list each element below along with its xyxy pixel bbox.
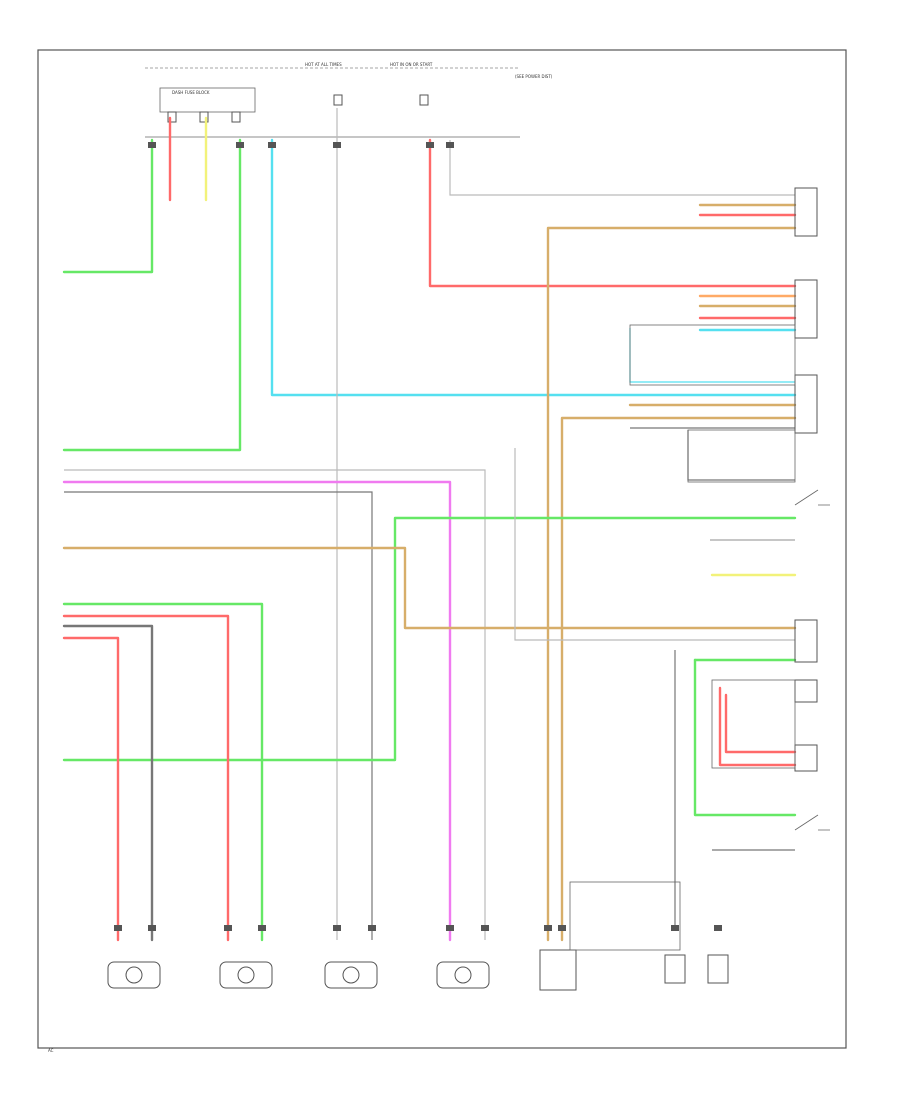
frame-corner-label: AC — [48, 1048, 54, 1053]
dash-fuse-block-label: DASH FUSE BLOCK — [172, 90, 210, 95]
pin — [224, 925, 232, 931]
right-connector-bundle-1 — [698, 203, 797, 217]
top-right-note: (SEE POWER DIST) — [515, 74, 553, 79]
actuator-2 — [219, 961, 273, 989]
pin — [446, 142, 454, 148]
connector-right-1 — [794, 187, 818, 237]
pin — [258, 925, 266, 931]
right-connector-bundle-2 — [698, 294, 797, 332]
wire-pink-box — [718, 686, 797, 767]
inset-box-cyan — [629, 324, 796, 386]
wire-tan-a — [546, 226, 797, 942]
wire-cyan — [270, 138, 797, 397]
pin — [268, 142, 276, 148]
fuse-b — [199, 111, 209, 123]
fuse-e — [419, 94, 429, 106]
wire-magenta — [62, 480, 452, 942]
top-fuse-label-a: HOT AT ALL TIMES — [305, 62, 342, 67]
top-fuse-label-b: HOT IN ON OR START — [390, 62, 433, 67]
connector-right-2 — [794, 279, 818, 339]
bottom-component-3 — [324, 961, 378, 989]
bottom-component-1 — [107, 961, 161, 989]
wire-gray-2 — [64, 491, 373, 940]
bottom-connector-pins — [114, 925, 722, 931]
bottom-component-5 — [539, 949, 577, 991]
actuator-4-motor-icon — [454, 966, 472, 984]
actuator-3-motor-icon — [342, 966, 360, 984]
wire-red-low-b — [62, 636, 120, 942]
wire-green-low — [62, 602, 264, 942]
fuse-d — [333, 94, 343, 106]
pin — [426, 142, 434, 148]
actuator-1 — [107, 961, 161, 989]
wire-green-right-b — [693, 658, 797, 817]
pin — [148, 142, 156, 148]
switch-symbol-1 — [794, 489, 830, 506]
wire-red-main — [428, 138, 797, 288]
pin — [114, 925, 122, 931]
connector-right-5 — [794, 679, 818, 703]
pin — [236, 142, 244, 148]
wire-tan-b — [560, 416, 797, 942]
wire-green-mid — [62, 138, 242, 452]
pin — [714, 925, 722, 931]
wire-gray-right — [449, 140, 795, 196]
bottom-component-2 — [219, 961, 273, 989]
wire-red-box — [724, 693, 797, 754]
bottom-component-4 — [436, 961, 490, 989]
fuse-row — [167, 94, 429, 123]
pin — [333, 142, 341, 148]
wire-gray-3 — [64, 469, 486, 940]
wire-gray-4 — [514, 448, 795, 641]
connector-right-4 — [794, 619, 818, 663]
pin — [558, 925, 566, 931]
switch-symbol-2 — [794, 814, 830, 831]
bottom-component-6 — [664, 954, 686, 984]
connector-right-6 — [794, 744, 818, 772]
wire-gray-low — [62, 624, 154, 942]
bottom-component-7 — [707, 954, 729, 984]
fuse-a — [167, 111, 177, 123]
pin — [148, 925, 156, 931]
top-connector-pins — [148, 142, 454, 148]
wire-tan-c — [62, 546, 797, 630]
actuator-4 — [436, 961, 490, 989]
fuse-c — [231, 111, 241, 123]
wire-green-left — [62, 138, 154, 274]
pin — [333, 925, 341, 931]
wire-gray-box — [687, 430, 795, 481]
actuator-3 — [324, 961, 378, 989]
right-connector-bundle-3 — [628, 403, 797, 429]
actuator-1-motor-icon — [125, 966, 143, 984]
wire-green-long — [62, 516, 797, 762]
pin — [544, 925, 552, 931]
wire-red-low-a — [62, 614, 230, 942]
pin — [481, 925, 489, 931]
diagram-frame — [37, 49, 847, 1049]
inset-box-red — [711, 679, 796, 769]
inset-box-gray — [687, 429, 796, 483]
connector-right-3 — [794, 374, 818, 434]
pin — [671, 925, 679, 931]
pin — [446, 925, 454, 931]
wire-cyan-loop — [629, 328, 795, 383]
bottom-inset-box — [569, 881, 681, 951]
pin — [368, 925, 376, 931]
actuator-2-motor-icon — [237, 966, 255, 984]
